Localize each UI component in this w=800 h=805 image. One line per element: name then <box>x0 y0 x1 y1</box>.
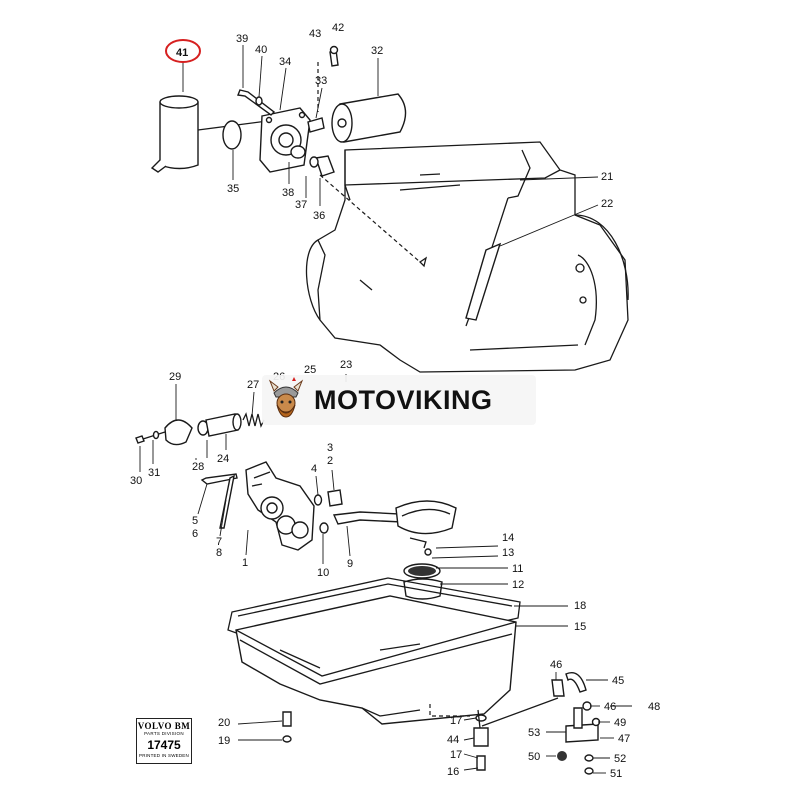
callout-52: 52 <box>614 753 626 765</box>
callout-12: 12 <box>512 579 524 591</box>
callout-24: 24 <box>217 453 229 465</box>
callout-27: 27 <box>247 379 259 391</box>
callout-19: 19 <box>218 735 230 747</box>
callout-46-lower: 46 <box>604 701 616 713</box>
callout-20: 20 <box>218 717 230 729</box>
callout-38: 38 <box>282 187 294 199</box>
callout-6: 6 <box>192 528 198 540</box>
callout-46-upper: 46 <box>550 659 562 671</box>
watermark-text: MOTOVIKING <box>314 384 493 415</box>
callout-53: 53 <box>528 727 540 739</box>
callout-17-upper: 17 <box>450 715 462 727</box>
callout-13: 13 <box>502 547 514 559</box>
parts-division-stamp: VOLVO BM PARTS DIVISION 17475 PRINTED IN… <box>136 718 192 764</box>
callout-34: 34 <box>279 56 291 68</box>
stamp-number: 17475 <box>147 738 181 752</box>
callout-10: 10 <box>317 567 329 579</box>
callout-18: 18 <box>574 600 586 612</box>
callout-23: 23 <box>340 359 352 371</box>
callout-7: 7 <box>216 536 222 548</box>
callout-1: 1 <box>242 557 248 569</box>
stamp-division: PARTS DIVISION <box>144 731 184 736</box>
callout-45: 45 <box>612 675 624 687</box>
callout-48: 48 <box>648 701 660 713</box>
callout-25: 25 <box>304 364 316 376</box>
callout-22: 22 <box>601 198 613 210</box>
callout-9: 9 <box>347 558 353 570</box>
callout-41: 41 <box>176 47 188 59</box>
callout-labels: 41 39 40 34 43 42 33 32 35 38 37 36 21 2… <box>130 22 660 780</box>
callout-37: 37 <box>295 199 307 211</box>
callout-5: 5 <box>192 515 198 527</box>
callout-29: 29 <box>169 371 181 383</box>
stamp-printed: PRINTED IN SWEDEN <box>139 753 189 758</box>
callout-31: 31 <box>148 467 160 479</box>
oil-pan-group <box>227 537 632 775</box>
callout-35: 35 <box>227 183 239 195</box>
viking-mascot-icon <box>268 377 304 418</box>
callout-49: 49 <box>614 717 626 729</box>
callout-11: 11 <box>512 563 523 575</box>
callout-51: 51 <box>610 768 622 780</box>
callout-2: 2 <box>327 455 333 467</box>
callout-47: 47 <box>618 733 630 745</box>
dipstick-assembly <box>465 149 599 327</box>
callout-39: 39 <box>236 33 248 45</box>
stamp-brand: VOLVO BM <box>137 721 191 731</box>
callout-30: 30 <box>130 475 142 487</box>
callout-50: 50 <box>528 751 540 763</box>
oil-filter-group <box>150 45 428 268</box>
callout-15: 15 <box>574 621 586 633</box>
callout-8: 8 <box>216 547 222 559</box>
callout-33: 33 <box>315 75 327 87</box>
callout-3: 3 <box>327 442 333 454</box>
callout-14: 14 <box>502 532 514 544</box>
callout-4: 4 <box>311 463 317 475</box>
callout-28: 28 <box>192 461 204 473</box>
callout-21: 21 <box>601 171 613 183</box>
highlight-circle <box>165 39 201 63</box>
engine-block <box>305 141 629 373</box>
callout-16: 16 <box>447 766 459 778</box>
callout-36: 36 <box>313 210 325 222</box>
callout-42: 42 <box>332 22 344 34</box>
oil-pump-group <box>135 374 457 564</box>
callout-43: 43 <box>309 28 321 40</box>
motoviking-watermark: MOTOVIKING <box>262 375 536 425</box>
callout-32: 32 <box>371 45 383 57</box>
callout-44: 44 <box>447 734 459 746</box>
callout-17-lower: 17 <box>450 749 462 761</box>
callout-40: 40 <box>255 44 267 56</box>
